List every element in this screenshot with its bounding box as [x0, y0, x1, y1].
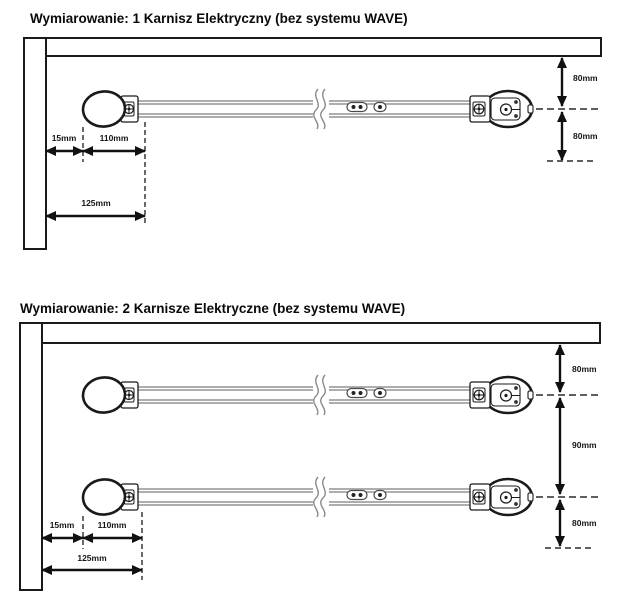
dim-label-wall-to-rail-end: 125mm [77, 553, 107, 563]
diagram-2-title: Wymiarowanie: 2 Karnisze Elektryczne (be… [20, 301, 405, 316]
dim-label-rail-drop: 80mm [572, 518, 597, 528]
curtain-rail-1 [136, 386, 471, 404]
motor-head-right-1 [468, 375, 535, 415]
ceiling [45, 37, 602, 57]
motor-head-left-1 [80, 374, 140, 416]
diagram-single-rail: Wymiarowanie: 1 Karnisz Elektryczny (bez… [23, 11, 602, 250]
motor-head-right [468, 89, 535, 129]
dim-label-motor-length: 110mm [98, 520, 127, 530]
break-symbol [312, 475, 330, 519]
rail-gliders [346, 387, 387, 399]
break-symbol [312, 87, 330, 131]
wall [23, 37, 47, 250]
dim-label-ceiling-to-rail: 80mm [572, 364, 597, 374]
dim-label-wall-to-motor: 15mm [50, 520, 75, 530]
break-symbol [312, 373, 330, 417]
dim-label-rail-spacing: 90mm [572, 440, 597, 450]
curtain-rail-2 [136, 488, 471, 506]
motor-head-left-2 [80, 476, 140, 518]
diagram-double-rail: Wymiarowanie: 2 Karnisze Elektryczne (be… [19, 301, 601, 591]
rail-gliders [346, 101, 387, 113]
dim-label-wall-to-motor: 15mm [52, 133, 77, 143]
motor-head-right-2 [468, 477, 535, 517]
dim-label-ceiling-to-rail: 80mm [573, 73, 598, 83]
ceiling [41, 322, 601, 344]
dim-label-motor-length: 110mm [100, 133, 129, 143]
dim-label-wall-to-rail-end: 125mm [81, 198, 111, 208]
rail-gliders [346, 489, 387, 501]
motor-head-left [80, 88, 140, 130]
wall [19, 322, 43, 591]
diagram-1-title: Wymiarowanie: 1 Karnisz Elektryczny (bez… [30, 11, 408, 26]
dim-label-rail-drop: 80mm [573, 131, 598, 141]
curtain-rail [136, 100, 471, 118]
